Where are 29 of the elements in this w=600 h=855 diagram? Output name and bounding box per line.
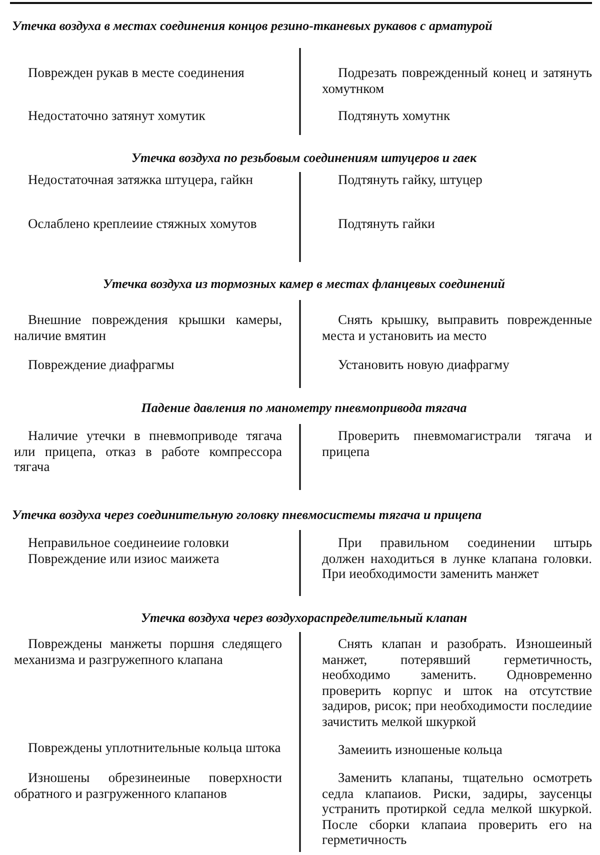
- section-heading: Утечка воздуха через соединительную головку пневмосистемы тягача и прицепа: [12, 507, 483, 522]
- remedy-text: Подтянуть гайки: [337, 216, 436, 232]
- remedy-text: При правильном соединении штырь должен находиться в лунке клапана головки. При иеобходимости заменить манжет: [322, 535, 592, 582]
- remedy-text: Снять крышку, выправить поврежденные места и установить иа место: [322, 312, 592, 343]
- fault-text: Повреждение или изиос маижета: [27, 551, 220, 566]
- remedy-text: Подрезать поврежденный конец и затянуть хомутнком: [322, 65, 592, 96]
- remedy-text: Заменить клапаны, тщательно осмотреть седла клапаиов. Риски, задиры, заусенцы устранить протиркой седла мелкой шкуркой. После сборки клапаиа проверить его на герметичность: [322, 770, 592, 848]
- fault-text: Недостаточно затянут хомутик: [27, 108, 206, 124]
- fault-text: Недостаточная затяжка штуцера, гайкн: [27, 172, 254, 188]
- fault-text: Повреждены манжеты поршня следящего механизма и разгружепного клапана: [14, 636, 282, 667]
- remedy-text: Подтянуть гайку, штуцер: [337, 172, 484, 188]
- fault-text: Поврежден рукав в месте соединения: [27, 65, 246, 80]
- remedy-text: Замеиить изношеные кольца: [337, 742, 504, 758]
- remedy-text: Снять клапан и разобрать. Изношеиный манжет, потерявший герметичность, необходимо заменить. Одновременно проверить корпус и шток на отсутствие задиров, рисок; при необходимости последиие зачистить мелкой шкуркой: [322, 636, 592, 729]
- fault-text: Повреждены уплотнительные кольца штока: [27, 740, 282, 756]
- fault-text: Неправильное соединеиие головки: [27, 535, 230, 550]
- fault-text: Наличие утечки в пневмоприводе тягача или прицепа, отказ в работе компрессора тягача: [14, 428, 282, 474]
- section-heading: Утечка воздуха по резьбовым соединениям штуцеров и гаек: [130, 150, 478, 166]
- section-heading: Утечка воздуха из тормозных камер в местах фланцевых соединений: [102, 276, 506, 292]
- remedy-text: Подтянуть хомутнк: [337, 108, 452, 124]
- fault-text: Повреждение диафрагмы: [27, 357, 176, 372]
- section-heading: Утечка воздуха через воздухораспределительный клапан: [140, 610, 468, 626]
- section-heading: Утечка воздуха в местах соединения концов резино-тканевых рукавов с арматурой: [12, 18, 494, 34]
- fault-text: Ослаблено креплеиие стяжных хомутов: [27, 216, 258, 232]
- remedy-text: Установить новую диафрагму: [337, 357, 510, 372]
- remedy-text: Проверить пневмомагистрали тягача и прицепа: [322, 428, 592, 459]
- fault-text: Внешние повреждения крышки камеры, наличие вмятин: [14, 312, 282, 343]
- fault-text: Изношены обрезинеиные поверхности обратного и разгруженного клапанов: [14, 770, 282, 801]
- section-heading: Падение давления по манометру пневмопривода тягача: [140, 400, 468, 416]
